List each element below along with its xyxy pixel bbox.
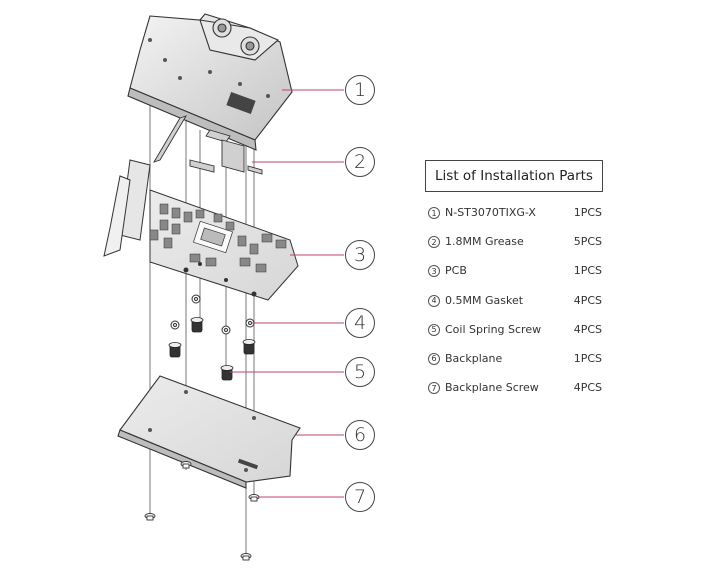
- water-block: [127, 13, 293, 151]
- part-quantity: 4PCS: [573, 322, 602, 336]
- part-row: 7 Backplane Screw 4PCS: [428, 379, 604, 408]
- parts-list-title: List of Installation Parts: [425, 160, 603, 192]
- part-name: N-ST3070TIXG-X: [445, 206, 536, 219]
- backplane-screws: [144, 461, 260, 561]
- pcb: [103, 159, 299, 301]
- part-row: 1 N-ST3070TIXG-X 1PCS: [428, 204, 604, 233]
- part-name: Backplane Screw: [445, 381, 539, 395]
- part-row: 6 Backplane 1PCS: [428, 350, 604, 379]
- callout-1: 1: [345, 75, 375, 105]
- part-row: 3 PCB 1PCS: [428, 262, 604, 291]
- parts-list: 1 N-ST3070TIXG-X 1PCS 2 1.8MM Grease 5PC…: [428, 204, 604, 408]
- part-name: 0.5MM Gasket: [445, 293, 524, 307]
- part-number: 5: [428, 323, 440, 336]
- part-number: 6: [428, 352, 440, 365]
- part-name: Backplane: [445, 351, 503, 365]
- callout-7: 7: [345, 482, 375, 512]
- part-number: 2: [428, 236, 440, 249]
- part-number: 3: [428, 265, 440, 278]
- part-quantity: 1PCS: [573, 206, 602, 219]
- callout-3: 3: [345, 240, 375, 270]
- part-row: 5 Coil Spring Screw 4PCS: [428, 321, 604, 350]
- callout-5: 5: [345, 357, 375, 387]
- leader-lines: [230, 89, 344, 498]
- part-number: 4: [428, 294, 440, 307]
- coil-spring-screws: [168, 317, 256, 381]
- part-number: 1: [428, 207, 440, 219]
- backplane: [117, 375, 301, 489]
- thermal-grease-pads: [153, 115, 263, 175]
- part-name: PCB: [445, 264, 467, 278]
- callout-2: 2: [345, 147, 375, 177]
- part-quantity: 1PCS: [573, 351, 602, 365]
- part-number: 7: [428, 382, 440, 395]
- part-quantity: 5PCS: [573, 235, 602, 249]
- part-row: 2 1.8MM Grease 5PCS: [428, 233, 604, 262]
- gaskets: [170, 294, 255, 335]
- callout-4: 4: [345, 308, 375, 338]
- part-name: 1.8MM Grease: [445, 235, 524, 249]
- part-quantity: 1PCS: [573, 264, 602, 278]
- part-row: 4 0.5MM Gasket 4PCS: [428, 292, 604, 321]
- part-name: Coil Spring Screw: [445, 322, 542, 336]
- part-quantity: 4PCS: [573, 293, 602, 307]
- part-quantity: 4PCS: [573, 381, 602, 395]
- callout-6: 6: [345, 420, 375, 450]
